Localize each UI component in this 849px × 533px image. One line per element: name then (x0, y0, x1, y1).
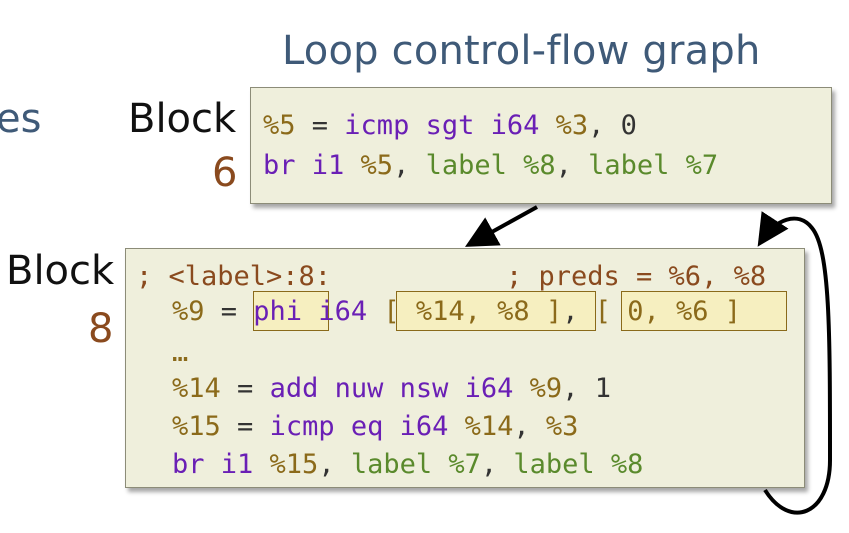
phi-result-var: %9 (172, 296, 205, 327)
code-token: %3 (539, 110, 589, 141)
code-token: label %8 (513, 449, 644, 480)
ellipsis: … (172, 337, 189, 368)
code-token: add nuw nsw i64 (269, 373, 514, 404)
phi-line: %9 = phi i64 [ %14, %8 ], [ 0, %6 ] (172, 296, 741, 327)
code-token: %3 (545, 411, 579, 442)
code-token: %5 (344, 150, 394, 181)
code-token: br i1 (172, 449, 254, 480)
block8-number: 8 (88, 306, 114, 352)
block6-line-2: br i1 %5, label %8, label %7 (263, 150, 718, 181)
code-token: %14 (448, 411, 514, 442)
code-token: br i1 (263, 150, 345, 181)
code-token: = (220, 373, 270, 404)
phi-highlight (253, 291, 329, 331)
code-token: , (393, 150, 426, 181)
code-token: icmp eq i64 (269, 411, 449, 442)
edge-block6-to-block8 (465, 205, 538, 247)
phi-comma: , (562, 296, 579, 327)
block8-line-icmp: %15 = icmp eq i64 %14, %3 (172, 411, 578, 442)
code-token: icmp sgt i64 (344, 110, 540, 141)
block8-code-box: ; <label>:8: ; preds = %6, %8 %9 = phi i… (125, 248, 805, 488)
code-token: , (318, 449, 351, 480)
code-token: , (555, 150, 589, 181)
phi-incoming-1: [ %14, %8 ] (383, 296, 563, 327)
code-token: 1 (594, 373, 611, 404)
code-token: , (588, 110, 621, 141)
block8-line-add: %14 = add nuw nsw i64 %9, 1 (172, 373, 611, 404)
slide-title: Loop control-flow graph (282, 28, 761, 74)
block8-label-comment: ; <label>:8: (136, 261, 332, 292)
phi-keyword: phi (253, 296, 303, 327)
code-token: %5 (263, 110, 296, 141)
code-token: , (513, 411, 546, 442)
block6-line-1: %5 = icmp sgt i64 %3, 0 (263, 110, 637, 141)
code-token: = (295, 110, 345, 141)
block6-label: Block (128, 96, 237, 142)
code-token: label %7 (350, 449, 481, 480)
incoming-highlight-2 (621, 291, 787, 331)
cut-off-left-text: es (0, 96, 42, 142)
block8-label: Block (6, 248, 115, 294)
block8-line-br: br i1 %15, label %7, label %8 (172, 449, 643, 480)
block6-number: 6 (212, 150, 238, 196)
phi-type: i64 (318, 296, 368, 327)
code-token: %14 (172, 373, 221, 404)
code-token: label %8 (425, 150, 556, 181)
code-token: 0 (620, 110, 637, 141)
code-token: , (480, 449, 514, 480)
block8-preds-comment: ; preds = %6, %8 (506, 261, 767, 292)
phi-equals: = (204, 296, 254, 327)
code-token: label %7 (588, 150, 719, 181)
edge-block8-self-loop (757, 211, 833, 515)
code-token: %9 (513, 373, 563, 404)
code-token: %15 (172, 411, 221, 442)
code-token: %15 (253, 449, 319, 480)
phi-incoming-2: [ 0, %6 ] (594, 296, 742, 327)
code-token: , (562, 373, 595, 404)
incoming-highlight-1 (396, 291, 596, 331)
code-token: = (220, 411, 270, 442)
block6-code-box: %5 = icmp sgt i64 %3, 0 br i1 %5, label … (250, 87, 832, 204)
